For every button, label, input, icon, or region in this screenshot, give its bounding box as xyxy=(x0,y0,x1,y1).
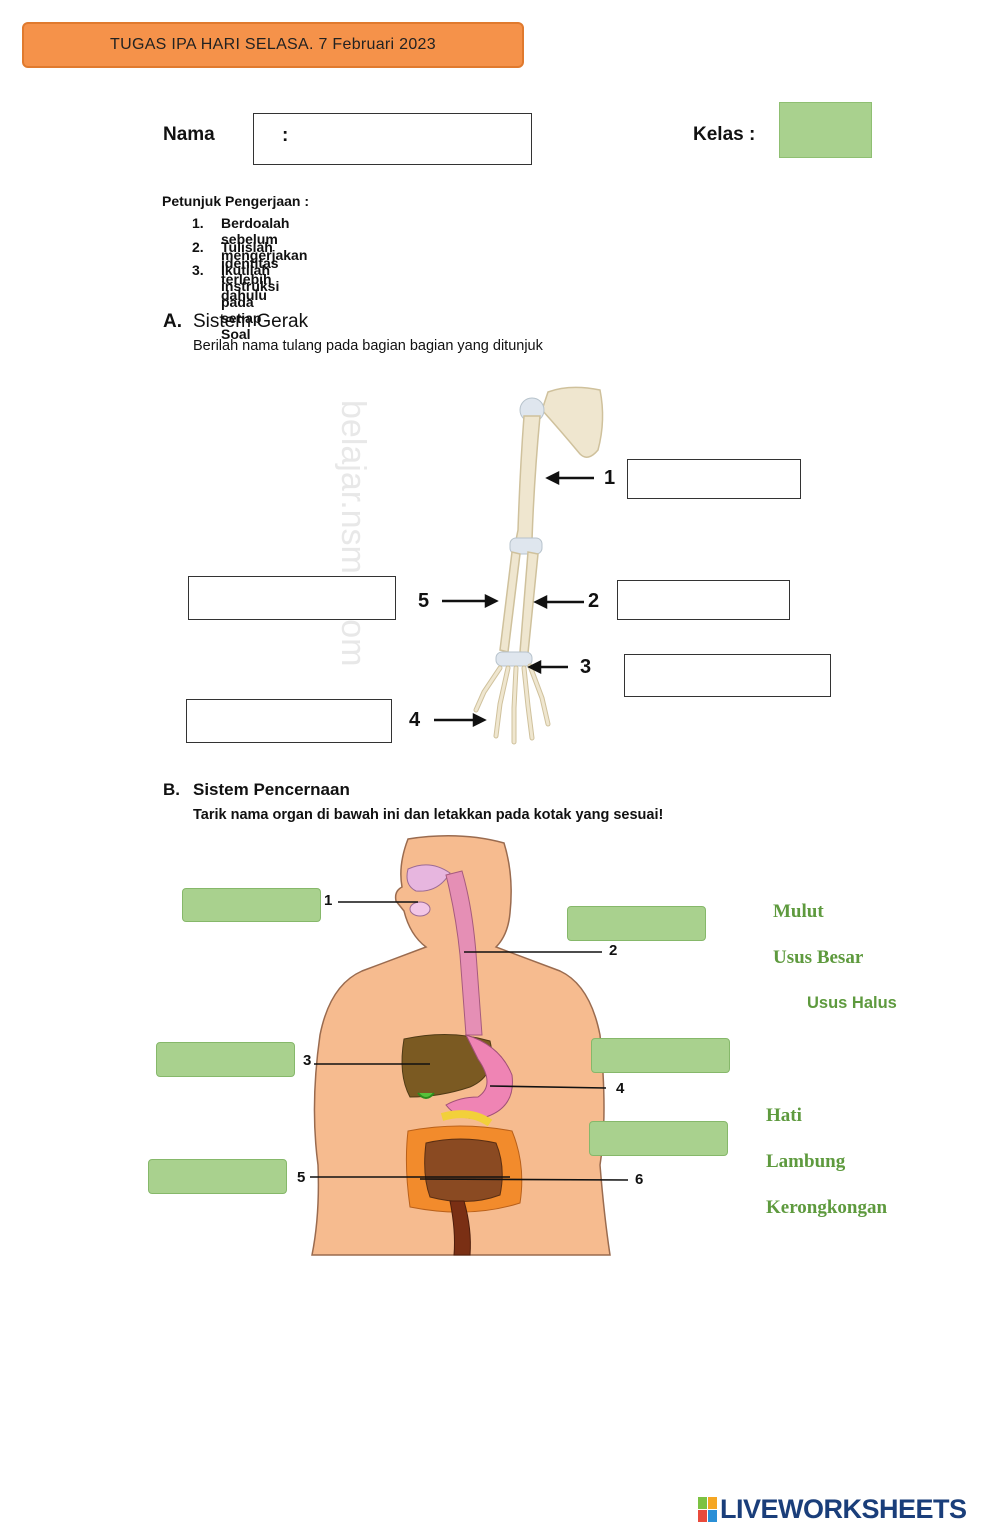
section-a-subtitle: Berilah nama tulang pada bagian bagian y… xyxy=(193,338,543,354)
instruction-text: Ikutilah instruksi pada setiap Soal xyxy=(221,262,280,342)
radius-shape xyxy=(499,551,521,653)
bone-label-5: 5 xyxy=(418,590,430,612)
rectum-shape xyxy=(449,1200,471,1256)
page-title: TUGAS IPA HARI SELASA. 7 Februari 2023 xyxy=(110,36,436,53)
organ-label-4: 4 xyxy=(616,1080,625,1097)
instruction-text: Berdoalah sebelum mengerjakan xyxy=(221,215,308,263)
organ-label-6: 6 xyxy=(635,1171,644,1188)
bone-answer-input-3[interactable] xyxy=(624,654,831,697)
bone-label-4: 4 xyxy=(409,709,421,731)
word-bank-item-hati[interactable]: Hati xyxy=(766,1105,802,1126)
esophagus-shape xyxy=(445,870,483,1036)
instruction-number: 2. xyxy=(192,238,204,255)
organ-drop-box-6[interactable] xyxy=(589,1121,728,1156)
word-bank-item-kerongkongan[interactable]: Kerongkongan xyxy=(766,1197,888,1218)
liveworksheets-icon xyxy=(698,1497,717,1522)
section-a-title: Sistem Gerak xyxy=(193,311,309,332)
class-label: Kelas : xyxy=(693,124,756,145)
watermark: belajar.nsmp.com xyxy=(334,400,372,667)
instruction-number: 1. xyxy=(192,215,204,231)
class-input[interactable] xyxy=(779,102,872,158)
organ-drop-box-4[interactable] xyxy=(591,1038,730,1073)
mouth-shape xyxy=(409,901,431,917)
small-intestine-shape xyxy=(424,1138,503,1203)
word-bank-item-mulut[interactable]: Mulut xyxy=(773,901,824,922)
pancreas-shape xyxy=(440,1110,493,1127)
word-bank-item-usus-besar[interactable]: Usus Besar xyxy=(773,947,864,968)
organ-drop-box-1[interactable] xyxy=(182,888,321,922)
name-colon: : xyxy=(282,125,289,146)
organ-label-3: 3 xyxy=(303,1052,312,1069)
organ-label-5: 5 xyxy=(297,1169,306,1186)
organ-drop-box-2[interactable] xyxy=(567,906,706,941)
humerus-shape xyxy=(515,415,541,541)
gallbladder-shape xyxy=(417,1092,435,1099)
liver-shape xyxy=(401,1034,493,1098)
organ-label-2: 2 xyxy=(609,942,618,959)
bone-answer-input-1[interactable] xyxy=(627,459,801,499)
bone-label-2: 2 xyxy=(588,590,600,612)
section-b-letter: B. xyxy=(163,780,180,799)
instruction-text: Tulislah identitas terlebih dahulu xyxy=(221,238,279,303)
organ-drop-box-5[interactable] xyxy=(148,1159,287,1194)
word-bank-item-usus-halus[interactable]: Usus Halus xyxy=(807,994,897,1012)
bone-label-3: 3 xyxy=(580,656,592,678)
organ-pointer-lines xyxy=(310,901,629,1181)
page-title-banner: TUGAS IPA HARI SELASA. 7 Februari 2023 xyxy=(22,22,524,68)
organ-label-1: 1 xyxy=(324,892,333,909)
bone-answer-input-4[interactable] xyxy=(186,699,392,743)
label-arrows xyxy=(434,470,594,728)
instruction-item: 1. Berdoalah sebelum mengerjakan xyxy=(192,215,307,263)
wrist-carpals xyxy=(495,651,533,667)
elbow-joint xyxy=(509,537,543,555)
name-input[interactable]: : xyxy=(253,113,532,165)
instruction-item: 3. Ikutilah instruksi pada setiap Soal xyxy=(192,262,279,342)
digestive-system-illustration xyxy=(310,835,629,1256)
instructions-list: 1. Berdoalah sebelum mengerjakan 2. Tuli… xyxy=(192,215,307,342)
bone-label-1: 1 xyxy=(604,467,616,489)
instructions-heading: Petunjuk Pengerjaan : xyxy=(162,193,310,209)
section-a-letter: A. xyxy=(163,311,182,332)
arm-skeleton-illustration xyxy=(434,386,604,745)
instruction-item: 2. Tulislah identitas terlebih dahulu xyxy=(192,238,279,303)
bone-answer-input-5[interactable] xyxy=(188,576,396,620)
liveworksheets-wordmark: LIVEWORKSHEETS xyxy=(720,1494,967,1524)
section-b-subtitle: Tarik nama organ di bawah ini dan letakk… xyxy=(193,807,664,823)
word-bank-item-lambung[interactable]: Lambung xyxy=(766,1151,846,1172)
mouth-cavity xyxy=(406,864,451,892)
section-b-title: Sistem Pencernaan xyxy=(193,780,350,799)
liveworksheets-logo[interactable]: LIVEWORKSHEETS xyxy=(698,1494,967,1525)
name-label: Nama xyxy=(163,124,215,145)
bone-answer-input-2[interactable] xyxy=(617,580,790,620)
scapula-shape xyxy=(541,386,604,458)
instruction-number: 3. xyxy=(192,262,204,278)
organ-drop-box-3[interactable] xyxy=(156,1042,295,1077)
finger-bones xyxy=(473,663,551,745)
